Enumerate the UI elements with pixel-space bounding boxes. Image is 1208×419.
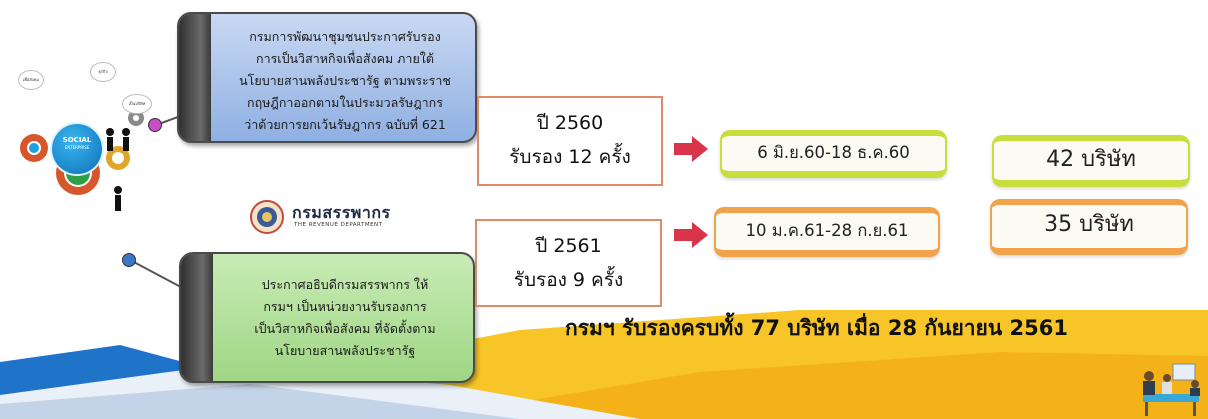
callout-tab: [179, 14, 211, 141]
connector-dot-top: [148, 118, 162, 132]
period-2561: 10 ม.ค.61-28 ก.ย.61: [714, 207, 940, 257]
arrow-right-icon: [674, 222, 708, 248]
callout-line: การเป็นวิสาหกิจเพื่อสังคม ภายใต้: [256, 51, 434, 66]
callout-line: กรมการพัฒนาชุมชนประกาศรับรอง: [249, 29, 441, 44]
callout-text: ประกาศอธิบดีกรมสรรพากร ให้ กรมฯ เป็นหน่ว…: [225, 274, 465, 362]
callout-tab: [181, 254, 213, 381]
certified-count: รับรอง 12 ครั้ง: [509, 146, 631, 168]
social-enterprise-illustration: SOCIAL ENTERPRISE เพื่อสังคม ธุรกิจ เป็น…: [18, 48, 158, 224]
callout-line: ว่าด้วยการยกเว้นรัษฎากร ฉบับที่ 621: [244, 117, 446, 132]
year-label: ปี 2561: [535, 235, 602, 257]
social-enterprise-badge: [52, 124, 102, 174]
year-label: ปี 2560: [536, 112, 604, 134]
revenue-department-seal-icon: [250, 200, 284, 234]
bubble-3: เป็นบริษัท: [122, 94, 152, 114]
callout-text: กรมการพัฒนาชุมชนประกาศรับรอง การเป็นวิสา…: [223, 26, 467, 136]
social-enterprise-word-1: SOCIAL: [62, 136, 92, 144]
year-box-2560: ปี 2560 รับรอง 12 ครั้ง: [477, 96, 663, 186]
certified-count: รับรอง 9 ครั้ง: [513, 269, 624, 291]
callout-line: นโยบายสานพลังประชารัฐ: [274, 343, 416, 358]
callout-community-development: กรมการพัฒนาชุมชนประกาศรับรอง การเป็นวิสา…: [177, 12, 477, 143]
bubble-1: เพื่อสังคม: [18, 70, 44, 90]
callout-line: กฤษฎีกาออกตามในประมวลรัษฎากร: [247, 95, 443, 110]
year-box-2561: ปี 2561 รับรอง 9 ครั้ง: [475, 219, 662, 307]
bubble-2: ธุรกิจ: [90, 62, 116, 82]
period-2560: 6 มิ.ย.60-18 ธ.ค.60: [720, 130, 947, 178]
companies-2561: 35 บริษัท: [990, 199, 1188, 255]
summary-text: กรมฯ รับรองครบทั้ง 77 บริษัท เมื่อ 28 กั…: [565, 316, 1068, 340]
callout-line: เป็นวิสาหกิจเพื่อสังคม ที่จัดตั้งตาม: [254, 321, 436, 336]
callout-revenue-announcement: ประกาศอธิบดีกรมสรรพากร ให้ กรมฯ เป็นหน่ว…: [179, 252, 475, 383]
meeting-illustration-icon: [1143, 363, 1200, 416]
callout-line: นโยบายสานพลังประชารัฐ ตามพระราช: [239, 73, 451, 88]
social-enterprise-word-2: ENTERPRISE: [64, 145, 90, 150]
companies-2560: 42 บริษัท: [992, 135, 1190, 187]
revenue-department-name: กรมสรรพากร: [292, 203, 391, 222]
revenue-department-name-en: THE REVENUE DEPARTMENT: [294, 222, 383, 228]
arrow-right-icon: [674, 136, 708, 162]
callout-line: กรมฯ เป็นหน่วยงานรับรองการ: [263, 299, 427, 314]
connector-dot-bottom: [122, 253, 136, 267]
callout-line: ประกาศอธิบดีกรมสรรพากร ให้: [261, 277, 429, 292]
